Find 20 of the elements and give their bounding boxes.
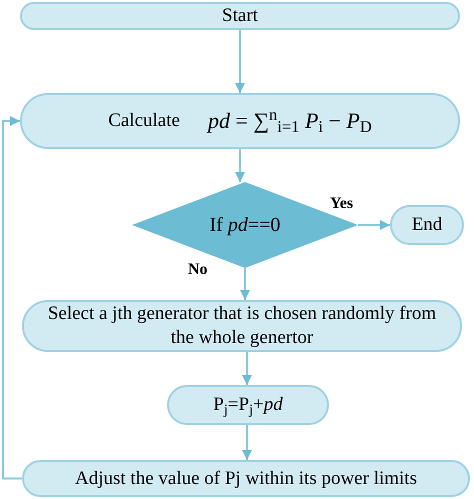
- arrow: [235, 30, 245, 93]
- condition-text: If pd==0: [210, 213, 280, 238]
- arrow: [242, 352, 252, 385]
- process-box: [20, 2, 460, 30]
- formula-text: pd = ∑$^{n}$$_{i=1}$ P$_{i}$ − P$_{D}$: [208, 107, 372, 135]
- process-box: [22, 300, 462, 352]
- step-text: Select a jth generator that is chosen randomly from the whole genertor: [46, 302, 438, 350]
- step-text: Adjust the value of Pj within its power limits: [75, 466, 417, 490]
- step-text: Calculate: [108, 109, 180, 133]
- step-text: P$_{j}$=P$_{j}$+pd: [213, 393, 283, 417]
- step-text: End: [412, 213, 442, 237]
- arrow: [2, 116, 22, 480]
- process-box: [167, 385, 329, 425]
- arrow: [242, 425, 252, 460]
- arrow: [240, 268, 250, 300]
- process-box: [390, 205, 464, 245]
- arrow: [235, 149, 245, 182]
- process-box: [22, 460, 470, 497]
- step-text: Start: [222, 4, 258, 28]
- arrow: [358, 220, 390, 230]
